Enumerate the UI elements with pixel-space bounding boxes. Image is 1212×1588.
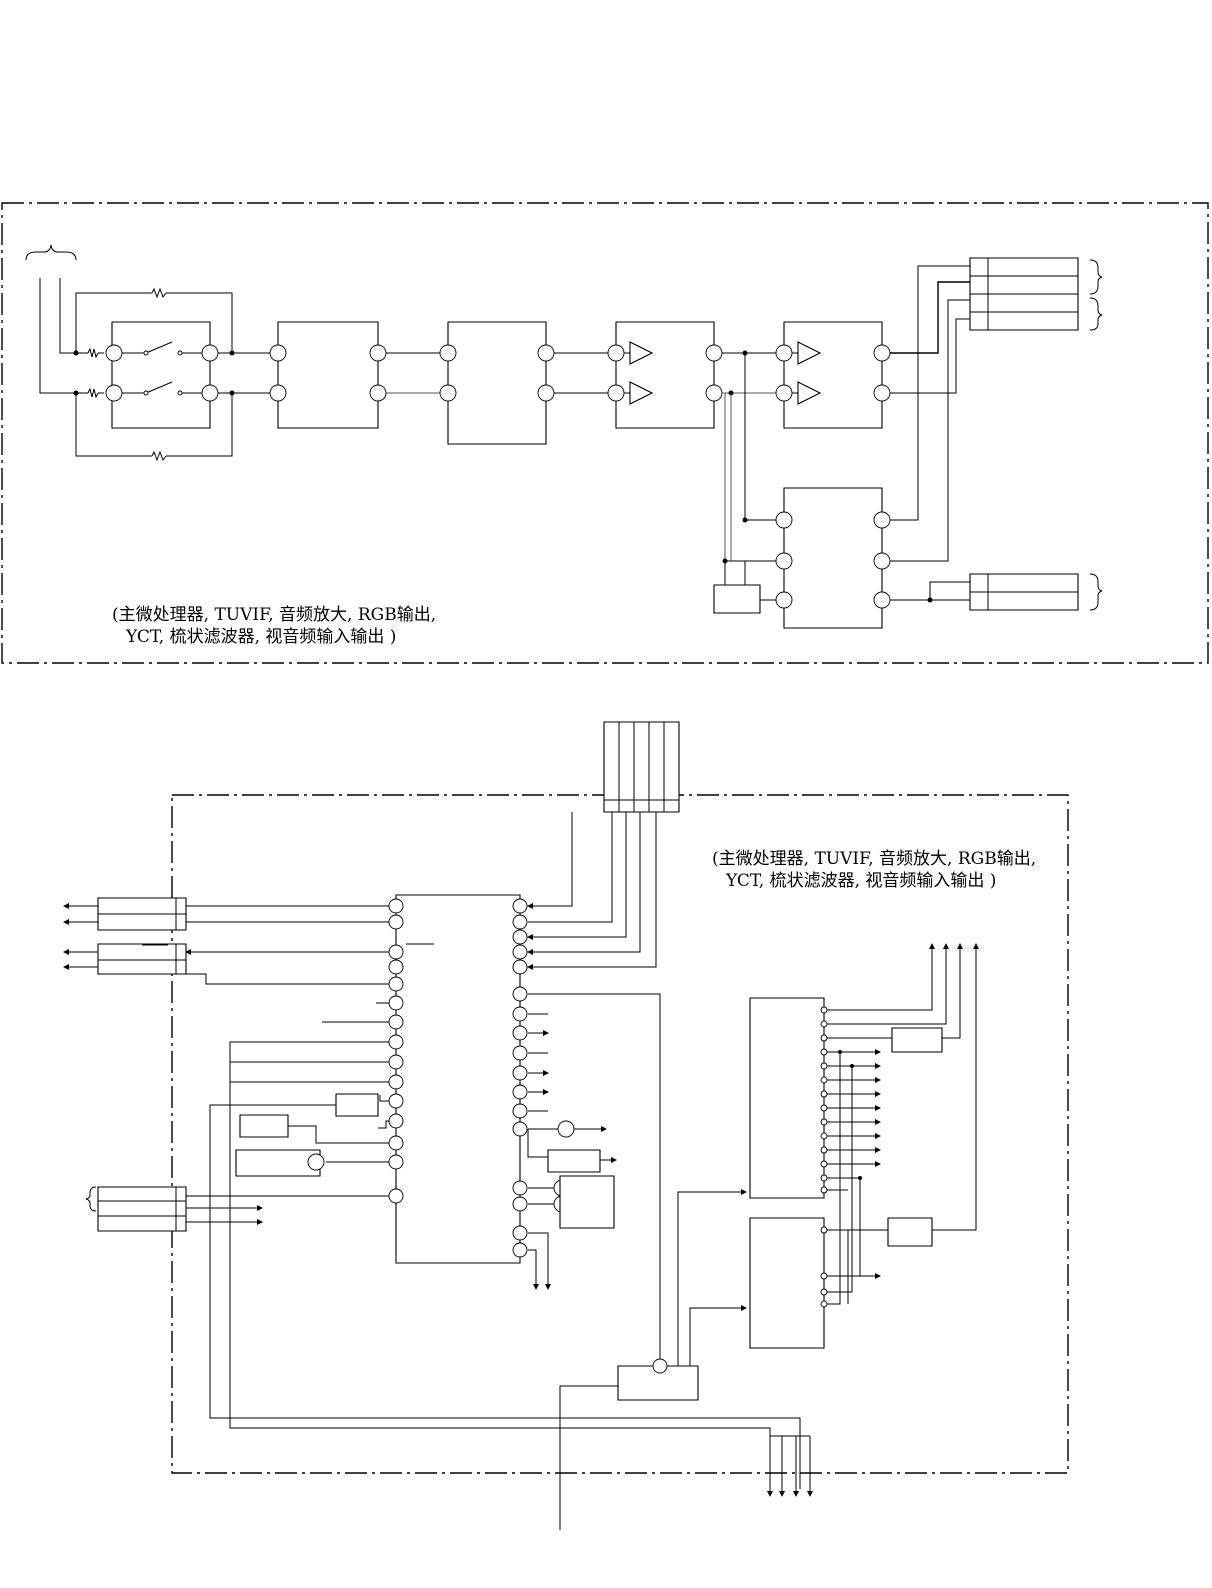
connector-brace [86,1187,96,1211]
bottom-diagram [63,722,1068,1530]
amplifier-block-2 [784,322,882,428]
top-caption: (主微处理器, TUVIF, 音频放大, RGB输出, YCT, 梳状滤波器, … [112,604,436,648]
op-amp-icon [630,382,652,404]
connector-brace [1090,298,1102,330]
small-block [714,585,760,613]
top-diagram [2,203,1208,663]
resistor-bottom [152,452,166,460]
small-block [240,1115,288,1137]
switch-block [112,322,210,428]
amplifier-block-1 [616,322,714,428]
top-caption-line-1: (主微处理器, TUVIF, 音频放大, RGB输出, [112,605,437,625]
bottom-caption-line-1: (主微处理器, TUVIF, 音频放大, RGB输出, [712,849,1037,869]
connector-brace [1090,260,1102,294]
small-block [892,1028,942,1052]
connector-left-3 [98,1187,186,1231]
small-block [236,1150,320,1176]
output-select-block [784,488,882,628]
small-block [336,1094,378,1116]
processing-block-2 [278,322,378,428]
main-microprocessor [396,895,520,1263]
connector-brace [1090,574,1102,610]
input-brace [26,245,76,260]
small-block [888,1218,932,1246]
ic-right-upper [750,998,824,1198]
ic-right-lower [750,1218,824,1348]
bottom-caption: (主微处理器, TUVIF, 音频放大, RGB输出, YCT, 梳状滤波器, … [712,848,1036,892]
op-amp-icon [630,342,652,364]
small-block [548,1150,600,1172]
op-amp-icon [798,342,820,364]
connector-top [604,722,679,812]
bottom-caption-line-2: YCT, 梳状滤波器, 视音频输入输出 ) [726,871,997,891]
top-board-outline [2,203,1208,663]
top-caption-line-2: YCT, 梳状滤波器, 视音频输入输出 ) [126,627,397,647]
op-amp-icon [798,382,820,404]
processing-block-3 [448,322,546,444]
connector-left-2 [98,944,186,974]
small-block [560,1176,614,1228]
resistor-top [152,289,166,297]
